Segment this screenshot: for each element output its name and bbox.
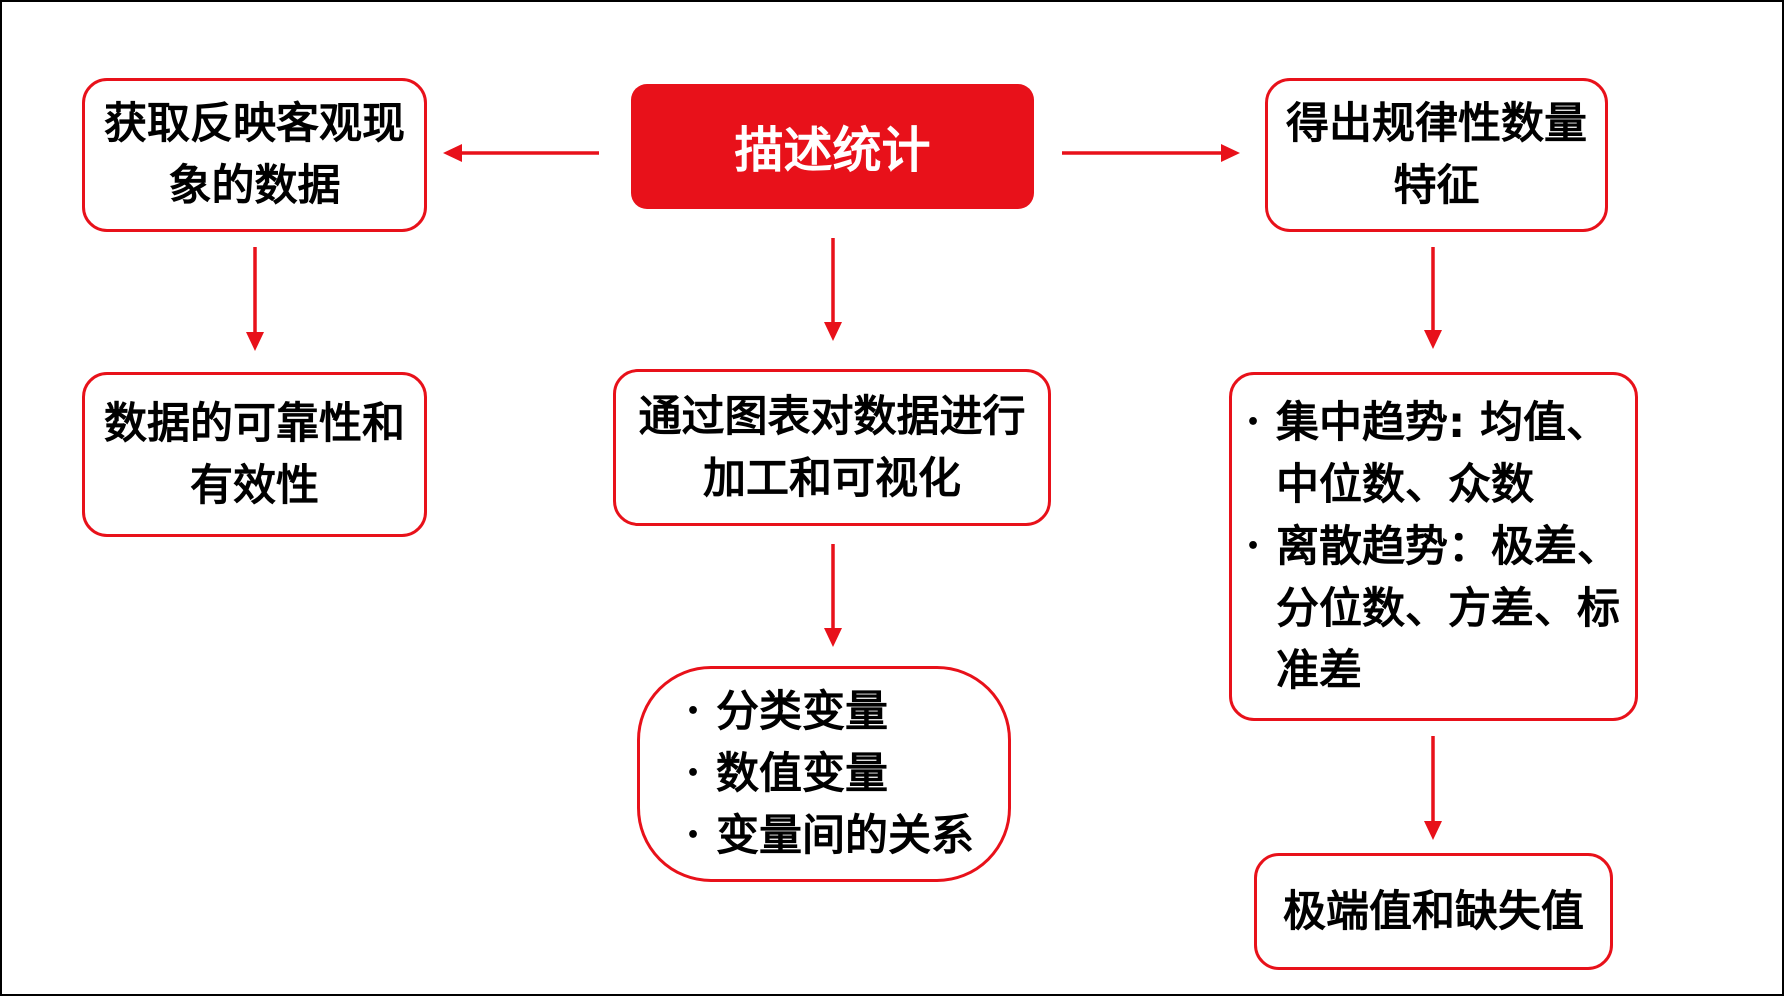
middle-top-line: 加工和可视化 — [703, 453, 961, 504]
left-bottom-box: 数据的可靠性和 有效性 — [82, 372, 427, 537]
arrow-center-to-right — [1062, 144, 1240, 162]
middle-top-line: 通过图表对数据进行 — [638, 391, 1026, 442]
list-item-central-tendency: 集中趋势: 均值、 中位数、众数 — [1246, 392, 1609, 516]
left-bottom-line: 数据的可靠性和 — [104, 398, 405, 449]
arrow-center-to-left — [443, 144, 599, 162]
list-item-text: 数值变量 — [716, 749, 888, 799]
right-bottom-box: 极端值和缺失值 — [1254, 853, 1613, 970]
arrow-right-down-1 — [1424, 247, 1442, 349]
left-bottom-line: 有效性 — [190, 460, 319, 511]
list-item-text: 变量间的关系 — [716, 811, 974, 861]
arrow-left-down — [246, 247, 264, 351]
middle-top-box: 通过图表对数据进行 加工和可视化 — [613, 369, 1051, 526]
middle-bottom-list-box: 分类变量 数值变量 变量间的关系 — [637, 666, 1011, 882]
list-item-dispersion: 离散趋势：极差、 分位数、方差、标 准差 — [1246, 516, 1620, 702]
list-item: 变量间的关系 — [686, 805, 974, 867]
list-item-text: 离散趋势：极差、 — [1276, 521, 1620, 572]
right-bottom-text: 极端值和缺失值 — [1283, 886, 1584, 937]
list-item: 数值变量 — [686, 743, 888, 805]
right-top-line: 得出规律性数量 — [1286, 99, 1587, 149]
central-title: 描述统计 — [734, 122, 931, 179]
list-item-text: 分位数、方差、标 — [1276, 583, 1620, 634]
list-item-text: 中位数、众数 — [1276, 459, 1534, 510]
arrow-right-down-2 — [1424, 736, 1442, 840]
central-title-box: 描述统计 — [631, 84, 1034, 209]
list-item-text: 准差 — [1276, 645, 1362, 696]
list-item-text: 分类变量 — [716, 687, 888, 737]
left-top-line: 象的数据 — [168, 161, 341, 211]
arrow-center-down-1 — [824, 238, 842, 341]
right-top-line: 特征 — [1393, 161, 1480, 211]
left-top-box: 获取反映客观现 象的数据 — [82, 78, 427, 232]
right-middle-list-box: 集中趋势: 均值、 中位数、众数 离散趋势：极差、 分位数、方差、标 准差 — [1229, 372, 1638, 721]
list-item: 分类变量 — [686, 681, 888, 743]
arrow-center-down-2 — [824, 544, 842, 647]
left-top-line: 获取反映客观现 — [104, 99, 405, 149]
list-item-text: 集中趋势: 均值、 — [1276, 397, 1610, 448]
right-top-box: 得出规律性数量 特征 — [1265, 78, 1608, 232]
